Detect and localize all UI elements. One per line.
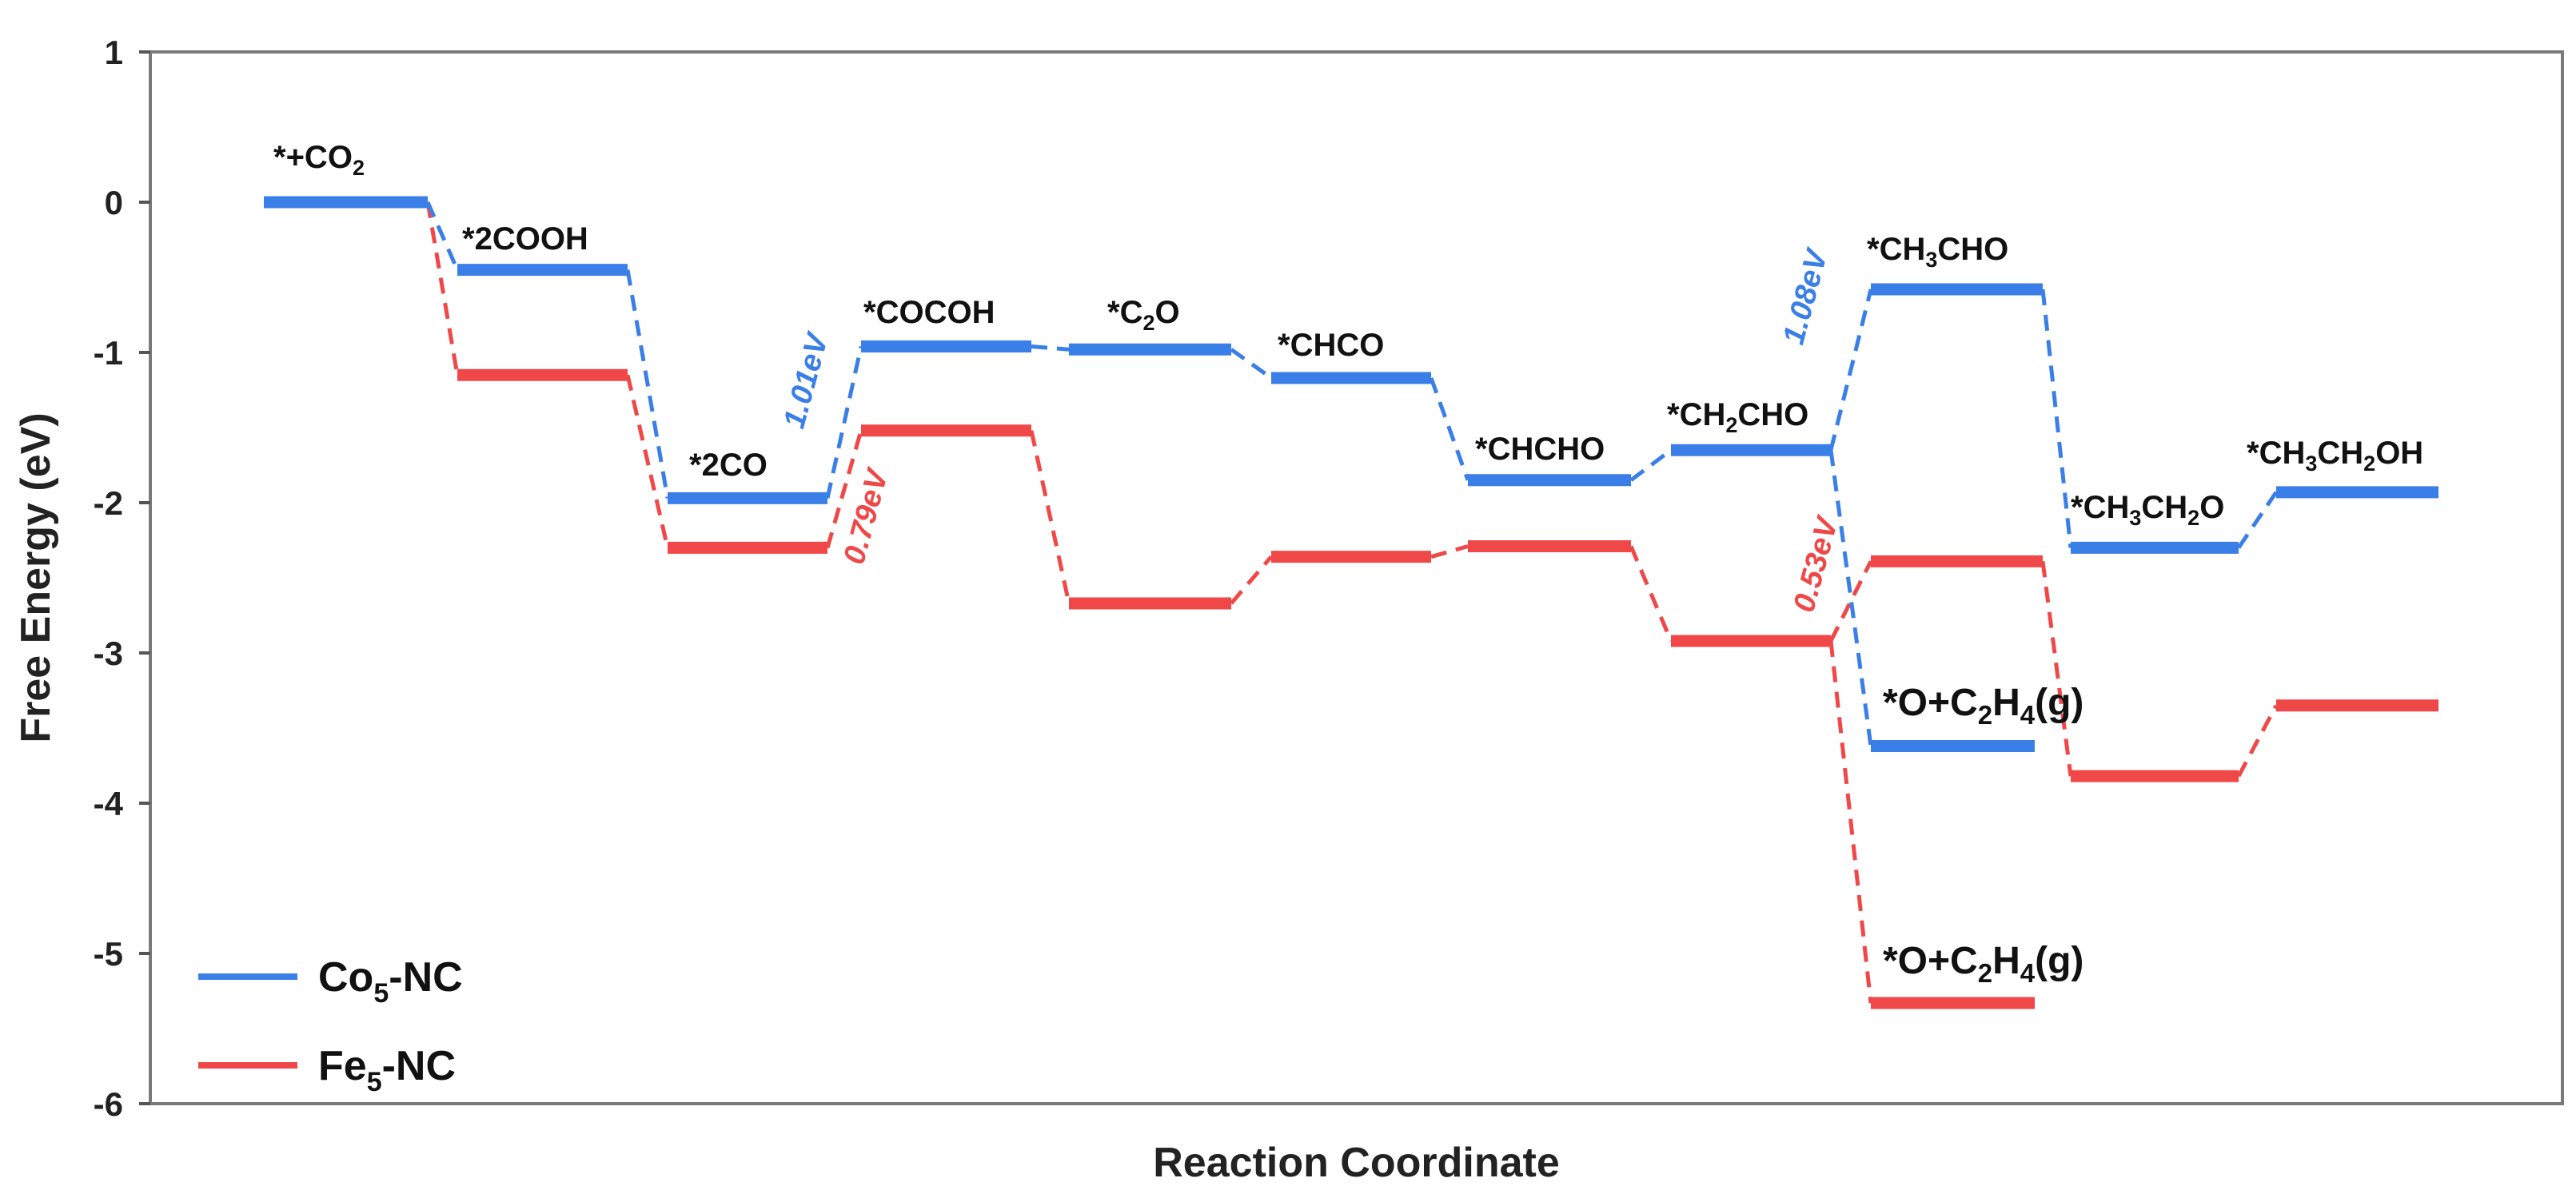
intermediate-label: *CH3CH2O bbox=[2071, 490, 2224, 530]
barrier-label: 0.53eV bbox=[1788, 512, 1845, 616]
intermediate-label: *CHCO bbox=[1278, 328, 1384, 363]
intermediate-label: *CH3CHO bbox=[1867, 232, 2008, 272]
fe5-nc-connector bbox=[2040, 560, 2073, 777]
fe5-nc-alt-connector bbox=[1828, 640, 1873, 1004]
legend-label: Fe5-NC bbox=[318, 1043, 456, 1097]
co5-nc-connector bbox=[2040, 289, 2073, 548]
intermediate-label: *CHCHO bbox=[1475, 432, 1605, 467]
barrier-label: 1.01eV bbox=[778, 328, 835, 432]
co5-nc-connector bbox=[825, 345, 863, 499]
barrier-label: 0.79eV bbox=[838, 464, 895, 568]
co5-nc-connector bbox=[1031, 344, 1070, 352]
fe5-nc-connector bbox=[1828, 560, 1873, 643]
y-tick-label: 1 bbox=[105, 34, 123, 71]
intermediate-label: *2CO bbox=[689, 448, 768, 483]
co5-nc-connector bbox=[2236, 491, 2279, 549]
intermediate-label: *C2O bbox=[1107, 295, 1180, 335]
y-tick-label: -4 bbox=[94, 785, 124, 822]
intermediate-label: *COCOH bbox=[863, 295, 995, 330]
intermediate-label: *CH2CHO bbox=[1667, 397, 1808, 437]
y-tick-label: -3 bbox=[94, 635, 123, 672]
co5-nc-connector bbox=[425, 201, 460, 271]
intermediate-label: *O+C2H4(g) bbox=[1883, 940, 2084, 988]
fe5-nc-connector bbox=[1430, 544, 1469, 559]
fe5-nc-connector bbox=[1029, 430, 1071, 604]
fe5-nc-connector bbox=[2236, 704, 2279, 778]
intermediate-label: *+CO2 bbox=[273, 140, 365, 180]
co5-nc-connector bbox=[1629, 448, 1673, 482]
barrier-label: 1.08eV bbox=[1777, 245, 1835, 348]
y-axis-label: Free Energy (eV) bbox=[13, 412, 59, 742]
y-tick-label: -1 bbox=[94, 334, 123, 372]
y-tick-label: -2 bbox=[94, 484, 123, 522]
co5-nc-connector bbox=[1828, 289, 1873, 451]
legend-label: Co5-NC bbox=[318, 954, 463, 1009]
plot-frame bbox=[149, 50, 2564, 1105]
y-tick-label: -5 bbox=[94, 935, 123, 973]
y-tick-label: -6 bbox=[94, 1085, 123, 1123]
co5-nc-connector bbox=[1429, 377, 1470, 481]
intermediate-label: *O+C2H4(g) bbox=[1883, 682, 2084, 730]
co5-nc-connector bbox=[1230, 348, 1273, 380]
co5-nc-connector bbox=[625, 269, 670, 499]
y-tick-label: 0 bbox=[105, 184, 123, 221]
fe5-nc-connector bbox=[1230, 555, 1273, 605]
intermediate-label: *CH3CH2OH bbox=[2247, 436, 2423, 476]
fe5-nc-connector bbox=[1629, 545, 1673, 642]
intermediate-label: *2COOH bbox=[462, 221, 588, 257]
fe5-nc-connector bbox=[625, 374, 670, 548]
fe5-nc-connector bbox=[825, 430, 863, 549]
fe5-nc-connector bbox=[425, 201, 460, 376]
x-axis-label: Reaction Coordinate bbox=[1153, 1140, 1560, 1186]
